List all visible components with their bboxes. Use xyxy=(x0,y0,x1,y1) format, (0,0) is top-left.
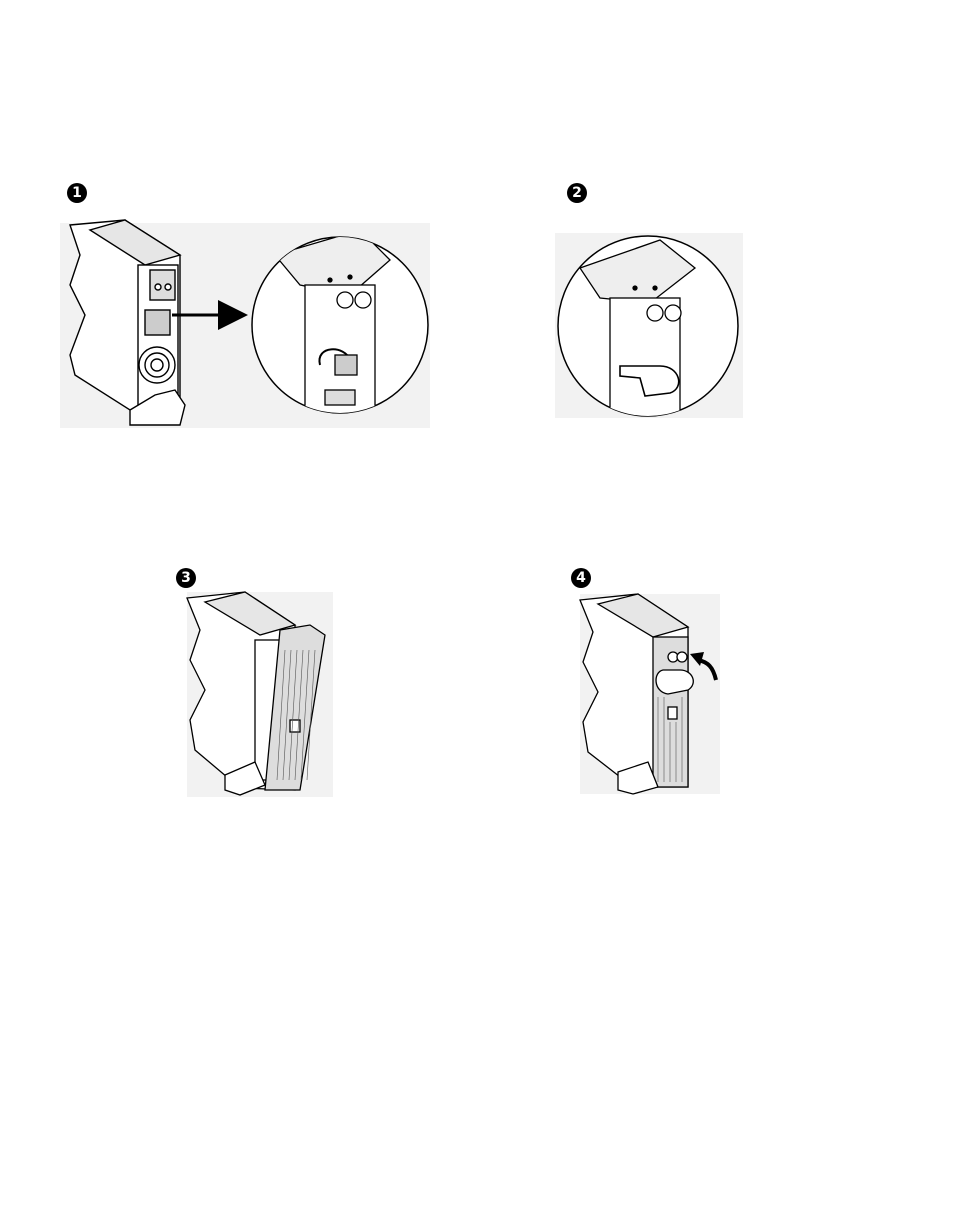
step-1-illustration xyxy=(60,215,440,430)
hand-icon xyxy=(656,670,693,694)
step-2-illustration xyxy=(550,228,750,423)
step-2-badge: 2 xyxy=(567,183,587,203)
step-4-badge: 4 xyxy=(571,568,591,588)
step-4-illustration xyxy=(578,592,723,797)
step-1-badge: 1 xyxy=(67,183,87,203)
step-3-illustration xyxy=(185,590,335,800)
step-3-badge: 3 xyxy=(176,568,196,588)
